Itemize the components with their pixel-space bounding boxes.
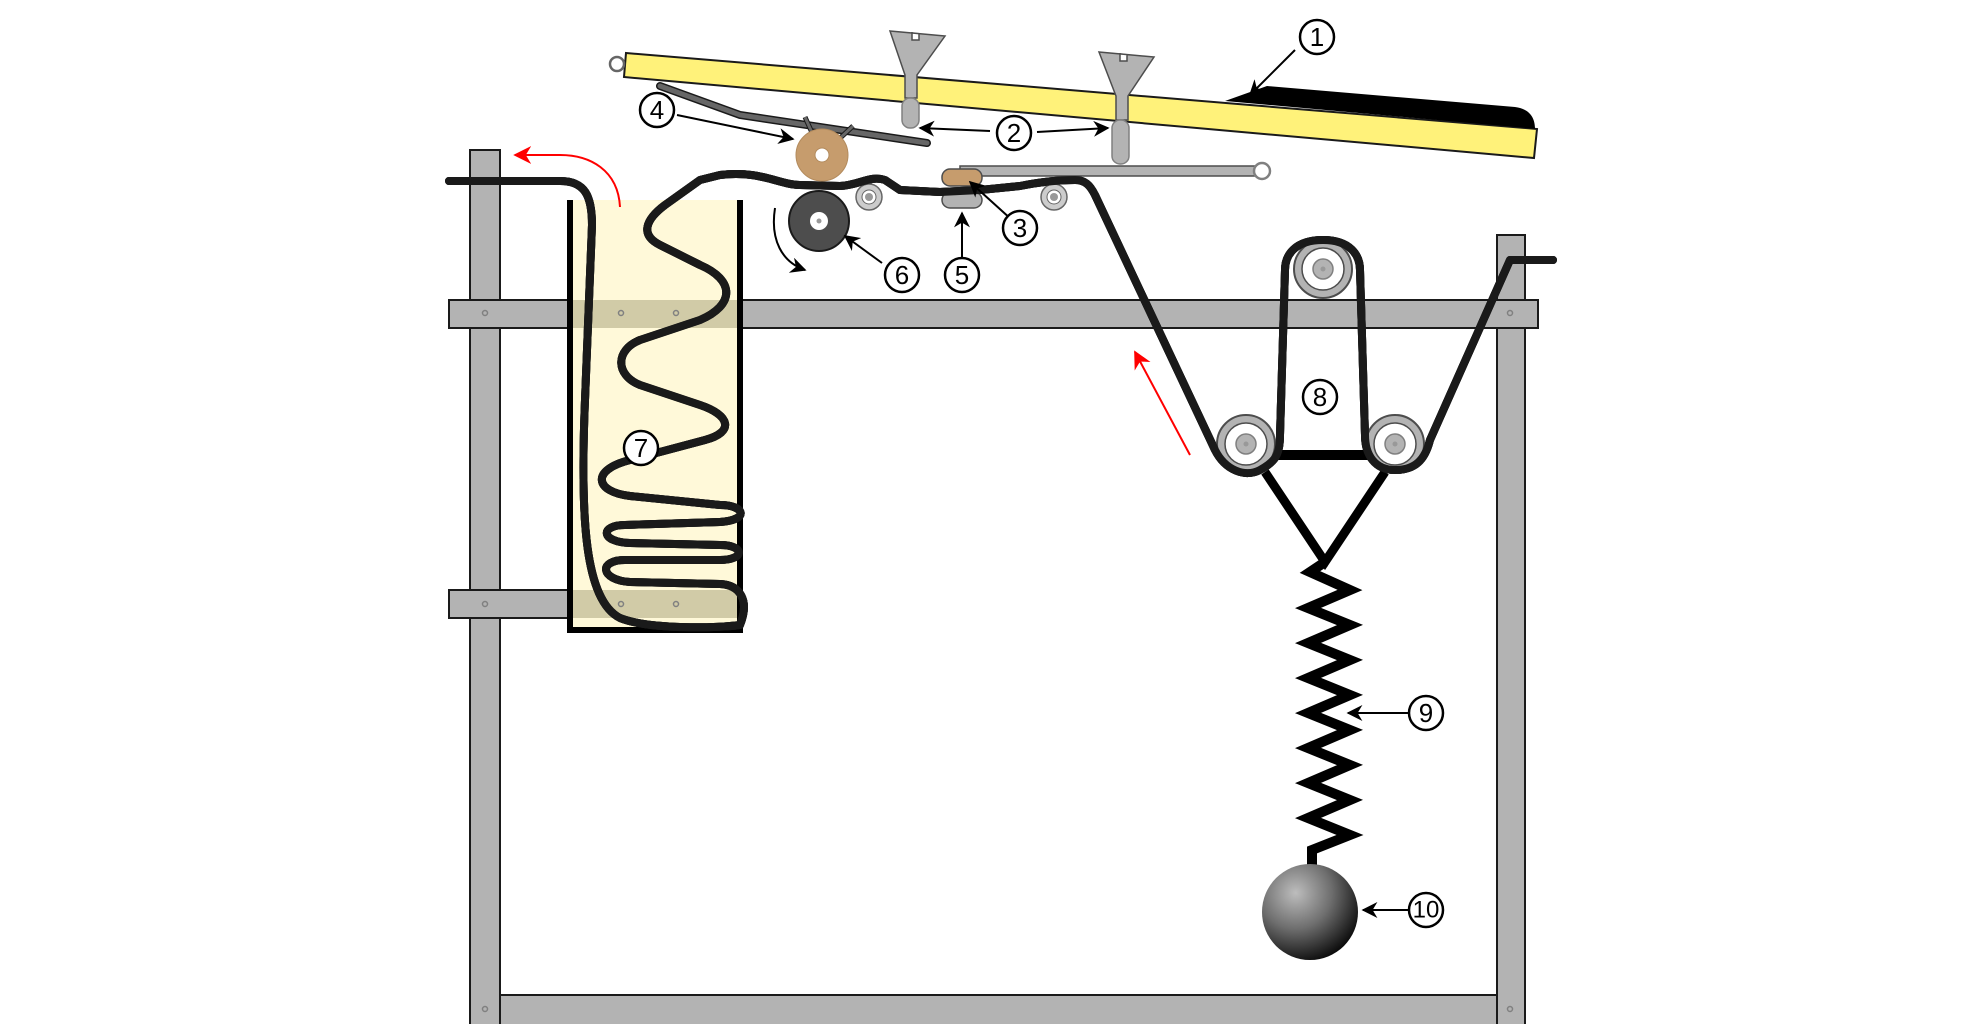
pulley-bottom-left — [1216, 414, 1276, 474]
guide-roller-left — [855, 183, 883, 211]
callout-7: 7 — [622, 429, 660, 467]
weight-pad — [1225, 86, 1537, 129]
svg-text:8: 8 — [1313, 382, 1327, 412]
adjusting-screws — [888, 30, 1156, 165]
callout-9: 9 — [1407, 694, 1445, 732]
frame — [448, 149, 1539, 1024]
yellow-lever — [622, 51, 1539, 160]
rotation-arrow-icon — [772, 207, 807, 273]
tape-exit-arrow — [513, 146, 621, 208]
callout-2: 2 — [995, 114, 1033, 152]
frame-right-post — [1496, 234, 1526, 1024]
bolt-icon — [481, 309, 489, 317]
frame-bolts — [481, 309, 1514, 1013]
frame-lower-crossbar — [448, 589, 575, 619]
leader-lines — [676, 49, 1408, 918]
dancer-frame — [1245, 450, 1390, 571]
svg-text:3: 3 — [1013, 213, 1027, 243]
svg-text:1: 1 — [1310, 22, 1324, 52]
lever-assembly — [608, 51, 1539, 160]
bolt-icon — [481, 1005, 489, 1013]
bolt-icon — [1506, 1005, 1514, 1013]
bolt-icon — [481, 600, 489, 608]
callout-1: 1 — [1298, 18, 1336, 56]
svg-text:10: 10 — [1413, 897, 1440, 924]
frame-left-post — [469, 149, 501, 1024]
svg-text:6: 6 — [895, 260, 909, 290]
counterweight-ball — [1262, 864, 1358, 960]
callout-6: 6 — [883, 256, 921, 294]
callout-4: 4 — [638, 91, 676, 129]
svg-text:5: 5 — [955, 260, 969, 290]
callout-8: 8 — [1301, 378, 1339, 416]
frame-bottom-bar — [499, 994, 1498, 1024]
spring — [1294, 557, 1364, 870]
screw-right — [1097, 51, 1156, 165]
tape-travel-arrow — [1134, 350, 1191, 456]
tank-walls — [567, 200, 743, 633]
callout-3: 3 — [1001, 209, 1039, 247]
svg-text:7: 7 — [634, 433, 648, 463]
pulley-bottom-right — [1365, 414, 1425, 474]
callout-5: 5 — [943, 256, 981, 294]
upper-clamp-pad — [941, 168, 983, 187]
svg-text:9: 9 — [1419, 698, 1433, 728]
pulley-top — [1293, 239, 1353, 299]
svg-text:2: 2 — [1007, 118, 1021, 148]
clamp-pivot-icon — [1252, 161, 1272, 181]
lever-pivot-icon — [608, 55, 626, 73]
callout-10: 10 — [1407, 891, 1445, 929]
guide-roller-right — [1040, 183, 1068, 211]
svg-text:4: 4 — [650, 95, 664, 125]
bolt-icon — [1506, 309, 1514, 317]
clamp-bar — [959, 165, 1256, 177]
screw-left — [888, 30, 947, 129]
